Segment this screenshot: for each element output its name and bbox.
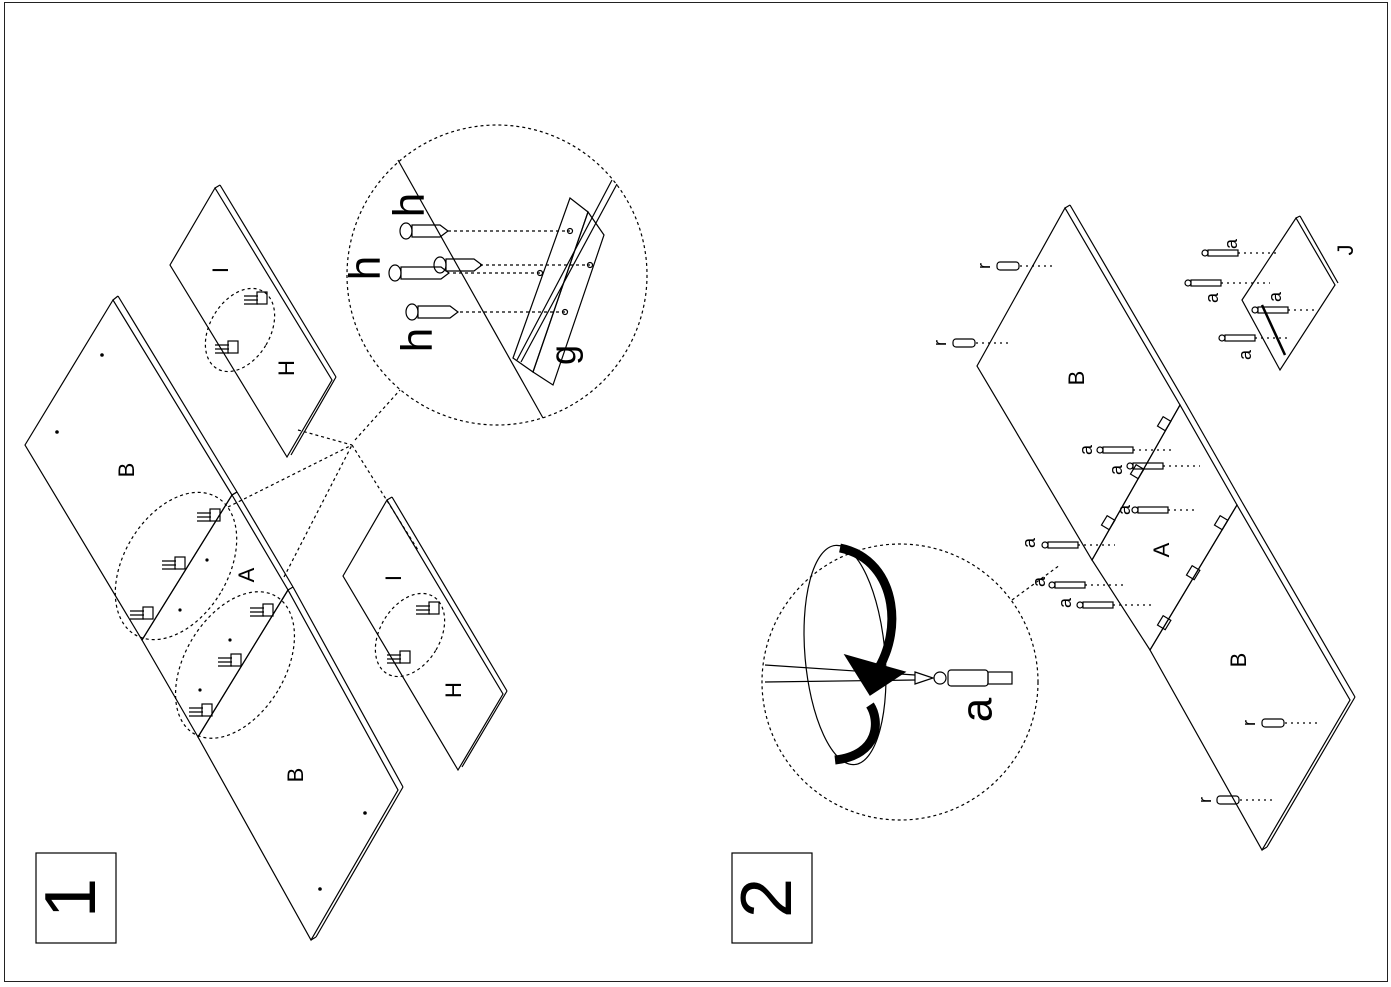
fitting-label-r: r (930, 340, 950, 346)
step2-guide-lines (976, 252, 1320, 801)
step1-label-b-left: B (114, 463, 139, 478)
step2-panel-j (1241, 215, 1339, 372)
fitting-label-a: a (1221, 238, 1241, 249)
step1-label-i-top: I (208, 267, 233, 273)
step1-detail-h-2: h (341, 256, 390, 280)
fitting-label-a: a (1202, 292, 1222, 303)
step1-detail-h-3: h (393, 328, 442, 352)
step1-label-h-bottom: H (441, 682, 466, 698)
screwdriver-rotate-icon (764, 543, 935, 766)
fitting-label-a: a (1114, 504, 1134, 515)
step2-pins (952, 261, 1285, 805)
step1-detail-g: g (543, 345, 584, 365)
step2-panel-a (1091, 401, 1243, 652)
step1-panel-a (141, 491, 294, 739)
wood-screw-icon (433, 256, 483, 274)
step1-hinges (130, 291, 440, 717)
step2-detail-a: a (953, 697, 1002, 722)
fitting-label-r: r (1239, 720, 1259, 726)
step1-shelf-top (169, 184, 337, 459)
wood-screw-icon (399, 222, 449, 240)
step2-detail-circle (761, 543, 1039, 821)
wood-screw-icon (405, 303, 459, 321)
fitting-label-r: r (974, 263, 994, 269)
step2-label-b-bottom: B (1226, 653, 1251, 668)
page-frame (4, 2, 1388, 982)
step2-panel-b-bottom (1149, 501, 1356, 852)
fitting-label-a: a (1019, 537, 1039, 548)
fitting-label-a: a (1076, 444, 1096, 455)
step2-label-b-top: B (1064, 371, 1089, 386)
step1-label-a: A (234, 567, 259, 582)
step1-detail-parts (388, 159, 618, 419)
step1-shelf-bottom (342, 496, 508, 772)
step2-label-a: A (1149, 542, 1174, 557)
step1-detail-ellipses (114, 124, 648, 739)
step-1-box (35, 852, 117, 944)
step1-label-b-right: B (283, 768, 308, 783)
fitting-label-r: r (1195, 797, 1215, 803)
step-1-number: 1 (31, 878, 111, 918)
step1-detail-h-1: h (385, 193, 434, 217)
fitting-label-a: a (1029, 576, 1049, 587)
step2-label-j: J (1333, 245, 1358, 256)
wood-screw-icon (388, 264, 450, 282)
step1-panel-b-right (197, 586, 404, 942)
step2-hinges (1100, 415, 1229, 631)
cam-bolt-detail-icon (933, 669, 1013, 687)
fitting-label-a: a (1055, 597, 1075, 608)
step-2-number: 2 (727, 878, 807, 918)
fitting-label-a: a (1235, 349, 1255, 360)
step1-label-i-bottom: I (381, 575, 406, 581)
fitting-label-a: a (1265, 291, 1285, 302)
step1-label-h-top: H (274, 360, 299, 376)
step-2-box (731, 852, 813, 944)
fitting-label-a: a (1106, 464, 1126, 475)
